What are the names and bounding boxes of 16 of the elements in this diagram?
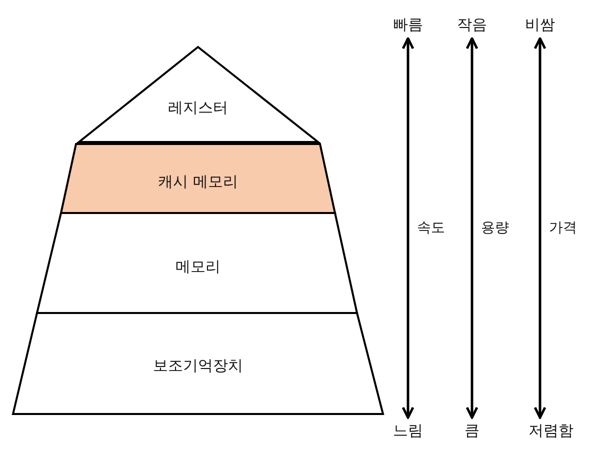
- scale-label: 저렴함: [528, 422, 574, 440]
- double-arrow: [402, 37, 414, 419]
- scale-label: 큼: [464, 422, 480, 440]
- edge-label: 속도: [416, 219, 446, 237]
- layer-label: 메모리: [176, 258, 220, 276]
- edge-label: 용량: [480, 219, 510, 237]
- layer-label: 레지스터: [168, 98, 228, 118]
- double-arrow: [466, 37, 478, 419]
- scale-label: 작음: [457, 16, 487, 34]
- scale-label: 비쌈: [525, 16, 555, 34]
- layer-label: 캐시 메모리: [158, 172, 238, 192]
- layer-label: 보조기억장치: [153, 356, 243, 376]
- edge-label: 가격: [548, 219, 578, 237]
- scale-label: 느림: [393, 422, 423, 440]
- double-arrow: [534, 37, 546, 419]
- scale-label: 빠름: [393, 16, 423, 34]
